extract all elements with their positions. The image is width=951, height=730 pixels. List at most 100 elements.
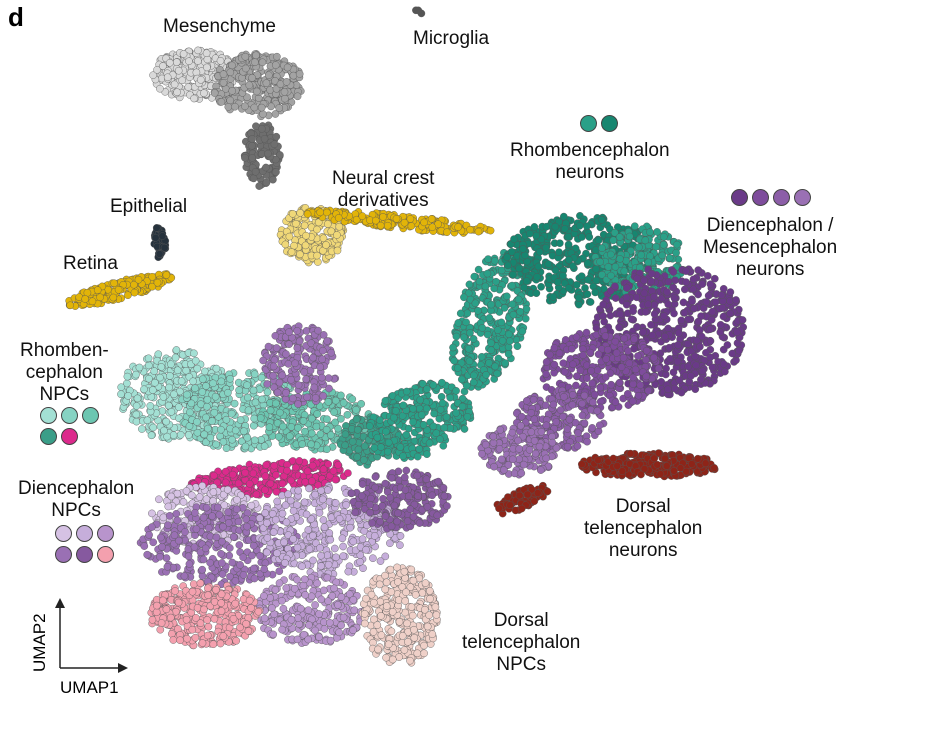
- data-point: [550, 360, 559, 369]
- data-point: [194, 46, 202, 55]
- data-point: [599, 312, 608, 320]
- data-point: [670, 309, 678, 318]
- data-point: [565, 255, 573, 264]
- data-point: [257, 373, 266, 382]
- data-point: [319, 465, 328, 474]
- data-point: [173, 88, 181, 96]
- data-point: [210, 89, 219, 97]
- data-point: [179, 50, 188, 58]
- data-point: [323, 415, 331, 424]
- data-point: [436, 435, 444, 444]
- data-point: [153, 66, 161, 74]
- data-point: [282, 350, 290, 358]
- data-point: [257, 435, 266, 444]
- data-point: [584, 275, 592, 284]
- data-point: [409, 404, 417, 413]
- data-point: [477, 352, 486, 361]
- data-point: [399, 452, 407, 460]
- data-point: [171, 353, 180, 362]
- data-point: [278, 479, 287, 488]
- data-point: [679, 298, 688, 307]
- data-point: [509, 270, 517, 279]
- data-point: [250, 414, 258, 423]
- data-point: [452, 332, 461, 341]
- data-point: [177, 377, 186, 385]
- data-point: [402, 387, 411, 396]
- data-point: [521, 314, 530, 323]
- data-point: [353, 453, 362, 461]
- data-point: [691, 385, 700, 394]
- data-point: [88, 297, 97, 306]
- data-point: [344, 469, 352, 477]
- data-point: [620, 334, 629, 343]
- data-point: [293, 327, 302, 335]
- data-point: [371, 216, 380, 225]
- data-point: [383, 447, 392, 456]
- data-point: [429, 381, 438, 389]
- data-point: [702, 298, 711, 306]
- data-point: [623, 284, 631, 292]
- data-point: [250, 370, 259, 379]
- data-point: [287, 375, 295, 384]
- data-point: [212, 364, 221, 373]
- data-point: [728, 349, 737, 358]
- data-point: [241, 468, 249, 477]
- data-point: [318, 355, 327, 364]
- data-point: [224, 103, 233, 111]
- data-point: [572, 381, 580, 390]
- data-point: [542, 243, 550, 252]
- data-point: [301, 427, 309, 436]
- data-point: [691, 352, 699, 361]
- data-point: [419, 420, 428, 429]
- data-point: [463, 412, 472, 421]
- data-point: [288, 209, 297, 218]
- data-point: [323, 337, 332, 345]
- data-point: [454, 319, 463, 327]
- data-point: [314, 326, 322, 335]
- data-point: [644, 300, 653, 309]
- data-point: [602, 355, 611, 363]
- data-point: [359, 456, 368, 464]
- data-point: [622, 300, 631, 309]
- data-point: [631, 222, 639, 230]
- data-point: [415, 445, 424, 453]
- data-point: [450, 356, 458, 365]
- data-point: [665, 343, 674, 352]
- data-point: [248, 141, 256, 150]
- data-point: [672, 248, 680, 257]
- data-point: [458, 402, 467, 411]
- data-point: [196, 76, 205, 84]
- data-point: [607, 380, 616, 389]
- data-point: [228, 470, 237, 479]
- data-point: [334, 214, 343, 222]
- data-point: [583, 259, 592, 268]
- data-point: [258, 395, 266, 404]
- data-point: [452, 409, 460, 417]
- data-point: [601, 332, 610, 340]
- data-point: [146, 402, 155, 410]
- data-point: [295, 70, 304, 78]
- data-point: [708, 363, 717, 372]
- data-point: [318, 346, 327, 355]
- data-point: [716, 328, 725, 337]
- data-point: [514, 295, 523, 304]
- data-point: [483, 330, 492, 339]
- data-point: [318, 373, 326, 382]
- data-point: [263, 380, 272, 388]
- data-point: [245, 81, 254, 89]
- data-point: [249, 386, 258, 395]
- data-point: [269, 371, 278, 380]
- data-point: [262, 163, 270, 172]
- data-point: [198, 375, 207, 384]
- data-point: [117, 383, 125, 392]
- data-point: [439, 441, 448, 450]
- data-point: [273, 52, 281, 61]
- data-point: [296, 209, 305, 217]
- data-point: [585, 233, 594, 241]
- data-point: [370, 443, 379, 452]
- data-point: [594, 236, 603, 245]
- data-point: [288, 394, 297, 403]
- data-point: [269, 175, 277, 184]
- data-point: [438, 399, 447, 408]
- data-point: [138, 425, 146, 433]
